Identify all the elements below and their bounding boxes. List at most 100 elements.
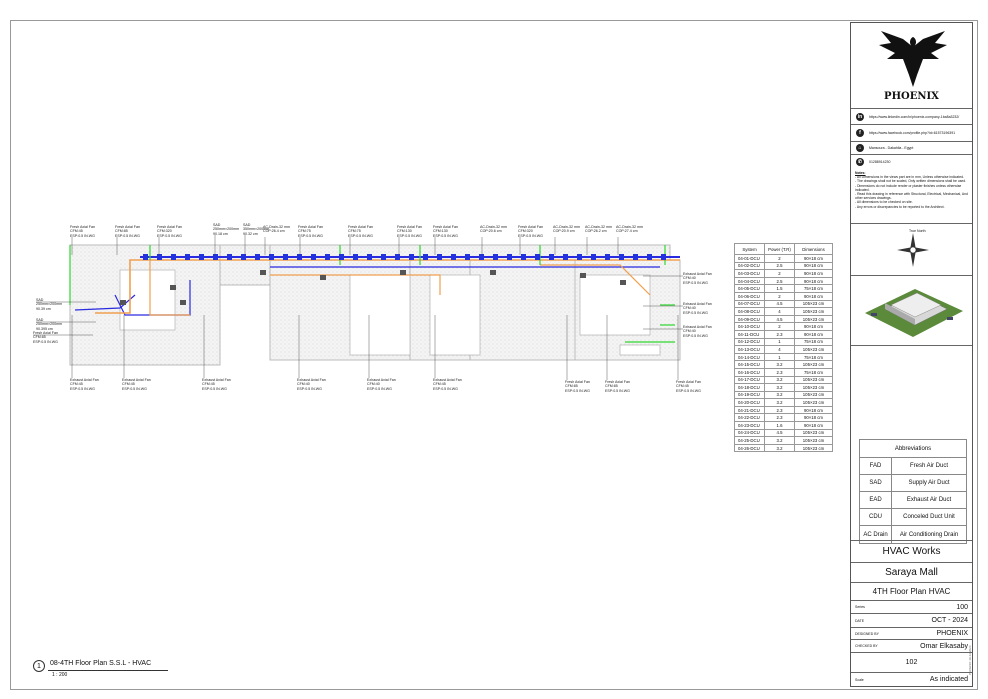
table-cell: 3.2: [764, 398, 795, 407]
notes: Notes: - All Dimensions in the views par…: [855, 171, 970, 209]
diffuser: [353, 254, 358, 260]
table-cell: 75×18 cm: [794, 352, 833, 362]
table-cell: 04-09-DCU: [734, 314, 765, 324]
table-cell: 2.5: [764, 276, 795, 286]
view-title: 08-4TH Floor Plan S.S.L - HVAC: [50, 660, 152, 667]
table-cell: 04-15-DCU: [734, 360, 765, 369]
table-cell: 105×23 cm: [794, 398, 833, 407]
table-cell: 04-05-DCU: [734, 284, 765, 293]
table-cell: 04-11-DCU: [734, 329, 765, 339]
table-cell: 3.2: [764, 443, 795, 453]
fresh-air-duct: [270, 274, 441, 295]
col-power: Power (T.R): [764, 243, 795, 255]
ducted-unit: [400, 270, 406, 275]
table-cell: 1.5: [764, 284, 795, 293]
col-system: System: [734, 243, 765, 255]
diffuser: [339, 254, 344, 260]
side-stamp: PHOENIX 10-12/2024: [968, 645, 972, 675]
table-cell: 105×23 cm: [794, 307, 833, 316]
diffuser: [535, 254, 540, 260]
table-cell: 90×18 cm: [794, 269, 833, 278]
diffuser: [605, 254, 610, 260]
scale-label: Scale: [855, 677, 864, 682]
table-cell: 04-23-DCU: [734, 421, 765, 430]
table-cell: 04-25-DCU: [734, 436, 765, 445]
fresh-air-duct: [95, 259, 680, 314]
location-icon: ⌂: [856, 144, 864, 152]
table-cell: 04-17-DCU: [734, 375, 765, 385]
contact-text: Mansoura - Dakahlia - Egypt: [869, 146, 914, 150]
table-cell: 04-14-DCU: [734, 352, 765, 362]
table-cell: 04-24-DCU: [734, 428, 765, 438]
ducted-unit: [620, 280, 626, 285]
diffuser: [465, 254, 470, 260]
table-cell: 04-08-DCU: [734, 307, 765, 316]
diffuser: [297, 254, 302, 260]
ducted-unit: [320, 275, 326, 280]
note-item: - Dimensions do not include render or pl…: [855, 183, 962, 192]
contact-3: ✆01288914230: [851, 154, 972, 168]
diffuser: [171, 254, 176, 260]
note-item: - All Dimensions in the views part are i…: [855, 175, 964, 180]
abbr-key: FAD: [860, 458, 892, 474]
room: [349, 274, 411, 356]
table-cell: 4: [764, 345, 795, 354]
abbr-key: SAD: [860, 475, 892, 491]
note-item: - All dimensions to be checked on site.: [855, 200, 913, 205]
table-cell: 105×23 cm: [794, 390, 833, 400]
room: [429, 274, 481, 356]
note-item: - Any errors or discrepancies to be repo…: [855, 204, 945, 209]
diffuser: [507, 254, 512, 260]
table-cell: 90×18 cm: [794, 254, 833, 263]
room: [119, 269, 176, 331]
table-cell: 90×18 cm: [794, 329, 833, 339]
abbr-value: Conceled Duct Unit: [903, 514, 955, 520]
diffuser: [661, 254, 666, 260]
diffuser: [423, 254, 428, 260]
phoenix-logo-icon: [879, 31, 947, 87]
col-dimensions: Dimensions: [794, 243, 833, 255]
table-cell: 105×23 cm: [794, 345, 833, 354]
checked-label: CHECKED BY: [855, 644, 878, 648]
contact-text: https://www.linkedin.com/in/phoenix-comp…: [869, 114, 960, 119]
diffuser: [479, 254, 484, 260]
table-cell: 90×18 cm: [794, 405, 833, 415]
table-cell: 04-02-DCU: [734, 261, 765, 271]
table-cell: 105×23 cm: [794, 375, 833, 385]
table-cell: 2: [764, 291, 795, 301]
table-cell: 04-01-DCU: [734, 254, 765, 263]
room: [579, 274, 651, 336]
diffuser: [255, 254, 260, 260]
sheet-title: 4TH Floor Plan HVAC: [851, 582, 972, 600]
diffuser: [493, 254, 498, 260]
diffuser: [283, 254, 288, 260]
table-cell: 75×18 cm: [794, 284, 833, 293]
table-cell: 04-07-DCU: [734, 299, 765, 309]
table-cell: 04-12-DCU: [734, 337, 765, 347]
designed-label: DESIGNED BY: [855, 631, 879, 636]
table-cell: 1.6: [764, 421, 795, 430]
